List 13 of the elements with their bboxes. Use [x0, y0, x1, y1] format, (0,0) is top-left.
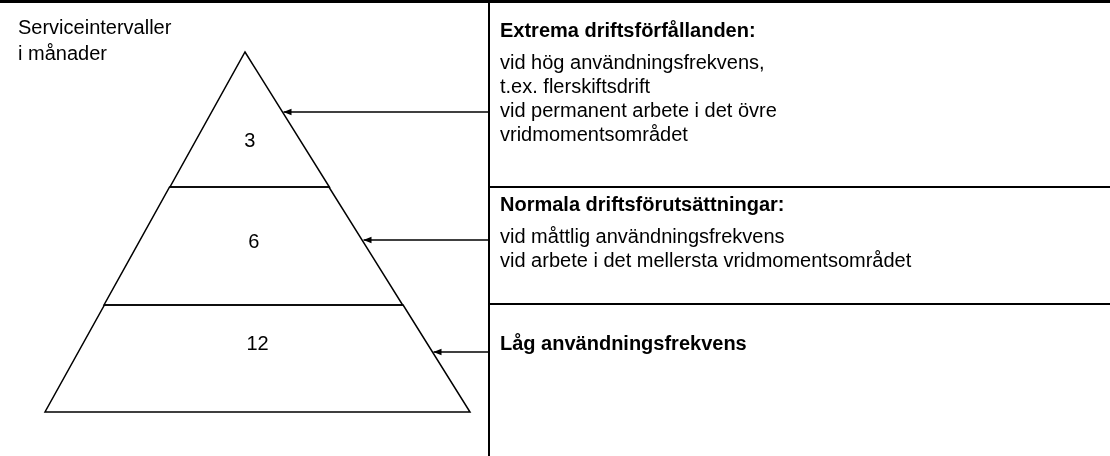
arrow: [362, 236, 490, 244]
condition-heading: Normala driftsförutsättningar:: [500, 192, 785, 216]
interval-number: 12: [246, 333, 269, 353]
interval-number: 6: [248, 231, 260, 251]
interval-number: 3: [244, 130, 256, 150]
axis-caption: Serviceintervaller i månader: [18, 15, 173, 66]
condition-heading: Låg användningsfrekvens: [500, 331, 747, 355]
arrow: [432, 348, 490, 356]
arrow: [282, 108, 490, 116]
condition-heading: Extrema driftsförfållanden:: [500, 18, 756, 42]
condition-text: vid arbete i det mellersta vridmomentsområdet: [500, 248, 912, 272]
condition-text: vid permanent arbete i det övre vridmomentsområdet: [500, 98, 778, 146]
condition-text: vid måttlig användningsfrekvens: [500, 224, 785, 248]
